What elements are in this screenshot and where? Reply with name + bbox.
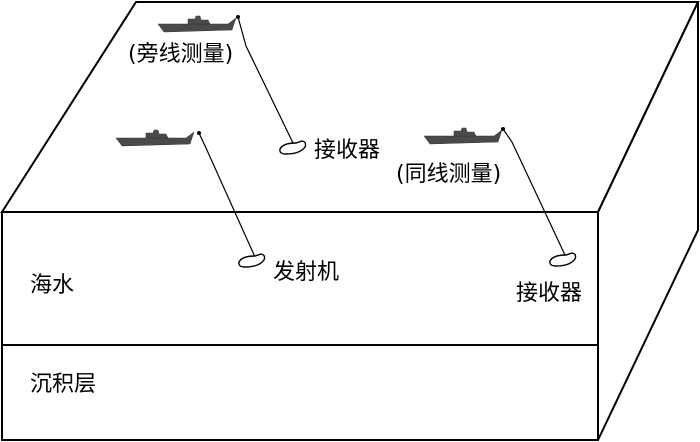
- towed-body-icon: [549, 252, 577, 267]
- inline-survey-vessel: [423, 127, 577, 267]
- label-side-survey: (旁线测量): [128, 42, 233, 67]
- transmitter-vessel: [115, 129, 266, 268]
- ship-icon: [157, 15, 237, 33]
- towed-body-icon: [279, 140, 307, 155]
- ship-icon: [423, 127, 503, 145]
- sea-surface-top-face: [0, 0, 700, 213]
- tow-cable: [198, 132, 256, 258]
- ship-icon: [115, 129, 195, 147]
- towed-body-icon: [238, 253, 266, 268]
- block-front-face: [1, 211, 599, 441]
- label-receiver-surface: 接收器: [314, 138, 380, 163]
- label-inline-survey: (同线测量): [396, 162, 501, 187]
- label-sediment: 沉积层: [30, 372, 96, 397]
- label-seawater: 海水: [30, 273, 74, 298]
- tow-cable: [502, 128, 566, 256]
- side-survey-vessel: [157, 15, 307, 155]
- tow-cable: [237, 16, 295, 146]
- label-receiver-seawater: 接收器: [516, 281, 582, 306]
- label-transmitter: 发射机: [273, 260, 339, 285]
- block-right-face: [597, 1, 699, 441]
